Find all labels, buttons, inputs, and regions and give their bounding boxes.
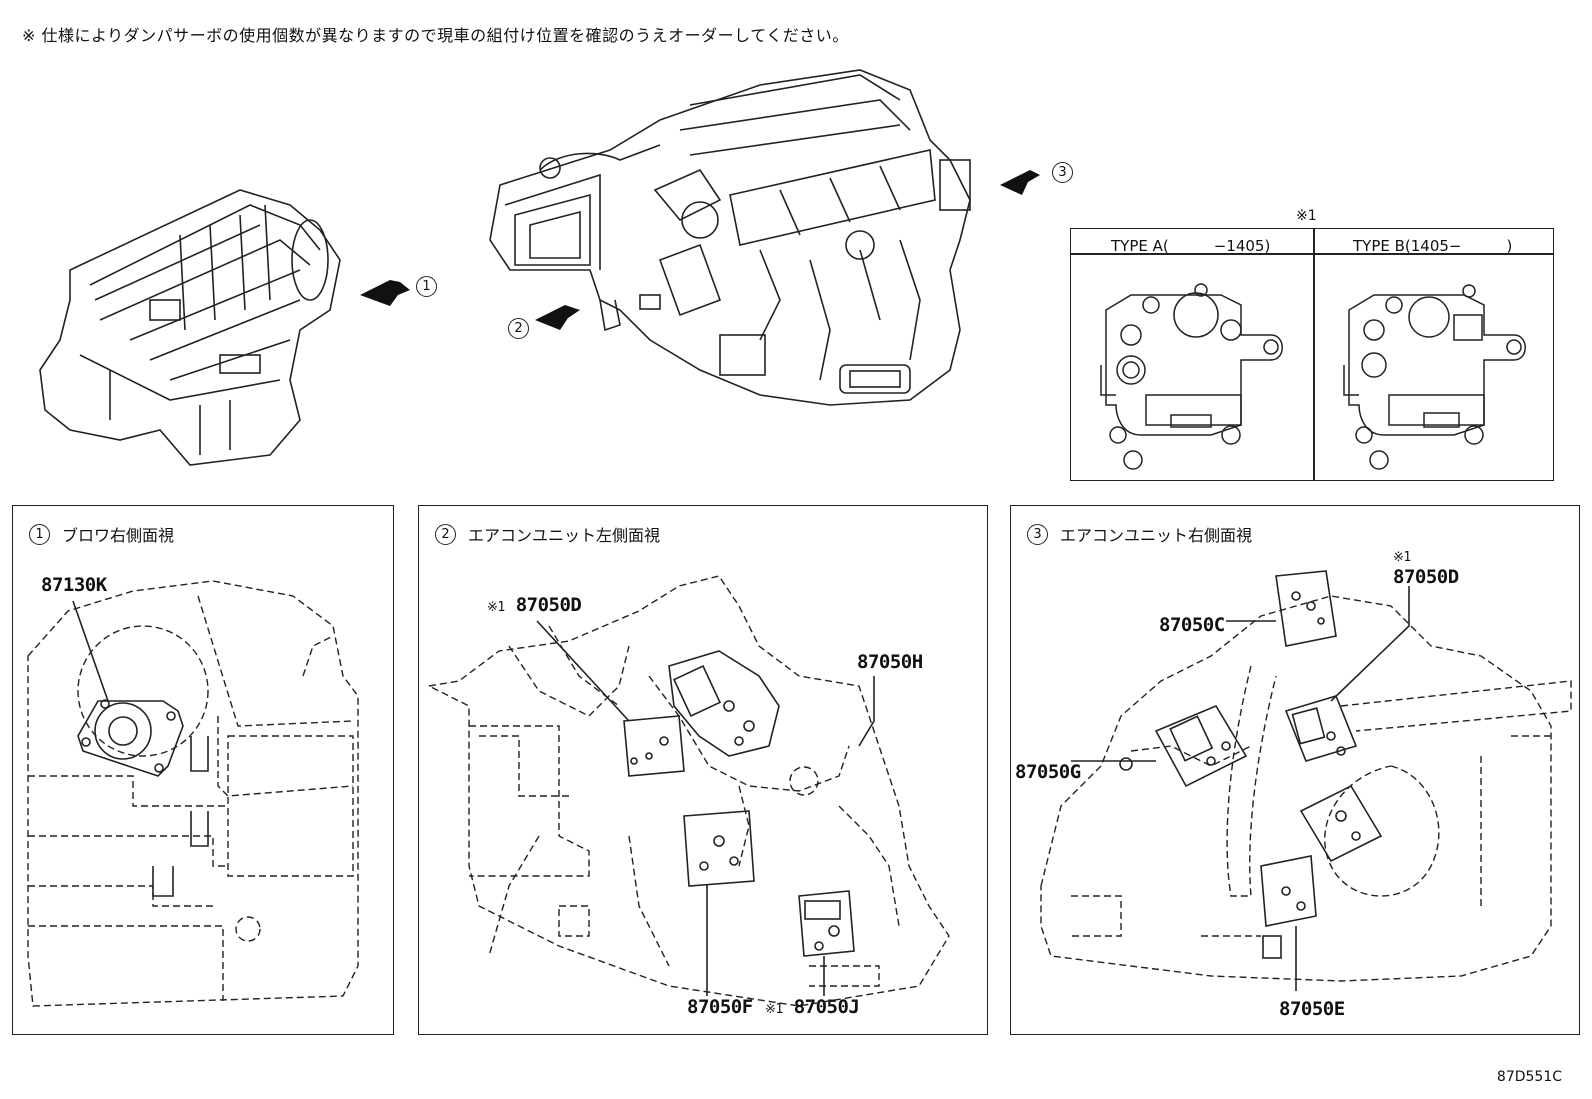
panel-1-title: 1 ブロワ右側面視	[29, 522, 174, 546]
panel-blower-right-view: 1 ブロワ右側面視 87130K	[12, 505, 394, 1035]
type-table-note-mark: ※1	[1296, 208, 1317, 224]
part-87050J-label[interactable]: ※1 87050J	[765, 996, 860, 1018]
panel-3-title: 3 エアコンユニット右側面視	[1027, 522, 1252, 546]
part-87050J-text: 87050J	[793, 996, 860, 1018]
notice-text: ※ 仕様によりダンパサーボの使用個数が異なりますので現車の組付け位置を確認のうえ…	[22, 26, 849, 45]
panel-2-drawing	[426, 575, 950, 1007]
diagram-code: 87D551C	[1496, 1069, 1562, 1085]
panel-2-title: 2 エアコンユニット左側面視	[435, 522, 660, 546]
part-87050G-label[interactable]: 87050G	[1015, 761, 1081, 783]
type-comparison-table: TYPE A( −1405) TYPE B(1405− )	[1070, 228, 1554, 481]
part-87050H-label[interactable]: 87050H	[857, 651, 923, 673]
part-87050F-label[interactable]: 87050F	[687, 996, 753, 1018]
panel-3-drawing	[1040, 570, 1572, 991]
arrow-marker-1: 1	[416, 276, 437, 297]
part-87050D-text: 87050D	[515, 594, 582, 616]
type-b-label: TYPE B(1405− )	[1353, 237, 1513, 255]
type-a-label: TYPE A( −1405)	[1111, 237, 1271, 255]
panel-3-title-text: エアコンユニット右側面視	[1060, 526, 1253, 545]
part-87050D-label[interactable]: ※1 87050D	[487, 594, 582, 616]
arrow-marker-3: 3	[1052, 162, 1073, 183]
type-a-servo-drawing	[1100, 283, 1283, 470]
part-87130K-label[interactable]: 87130K	[41, 574, 107, 596]
type-b-servo-drawing	[1343, 284, 1526, 470]
panel-ac-unit-right-view: 3 エアコンユニット右側面視 87050C ※1 87050D 87050G 8…	[1010, 505, 1580, 1035]
arrow-marker-2: 2	[508, 318, 529, 339]
panel-1-number: 1	[29, 523, 50, 545]
part-87050E-label[interactable]: 87050E	[1279, 998, 1345, 1020]
panel-1-title-text: ブロワ右側面視	[62, 526, 175, 545]
panel-2-number: 2	[435, 523, 456, 545]
panel-3-mark: ※1	[1393, 550, 1411, 565]
panel-2-title-text: エアコンユニット左側面視	[468, 526, 661, 545]
part-87050D-label-right[interactable]: 87050D	[1393, 566, 1459, 588]
panel-2-mark-2: ※1	[765, 1002, 783, 1017]
panel-1-drawing	[27, 580, 359, 1007]
part-87050C-label[interactable]: 87050C	[1159, 614, 1225, 636]
panel-ac-unit-left-view: 2 エアコンユニット左側面視 ※1 87050D 87050H 87050F ※…	[418, 505, 988, 1035]
panel-2-mark: ※1	[487, 600, 505, 615]
panel-3-number: 3	[1027, 523, 1048, 545]
